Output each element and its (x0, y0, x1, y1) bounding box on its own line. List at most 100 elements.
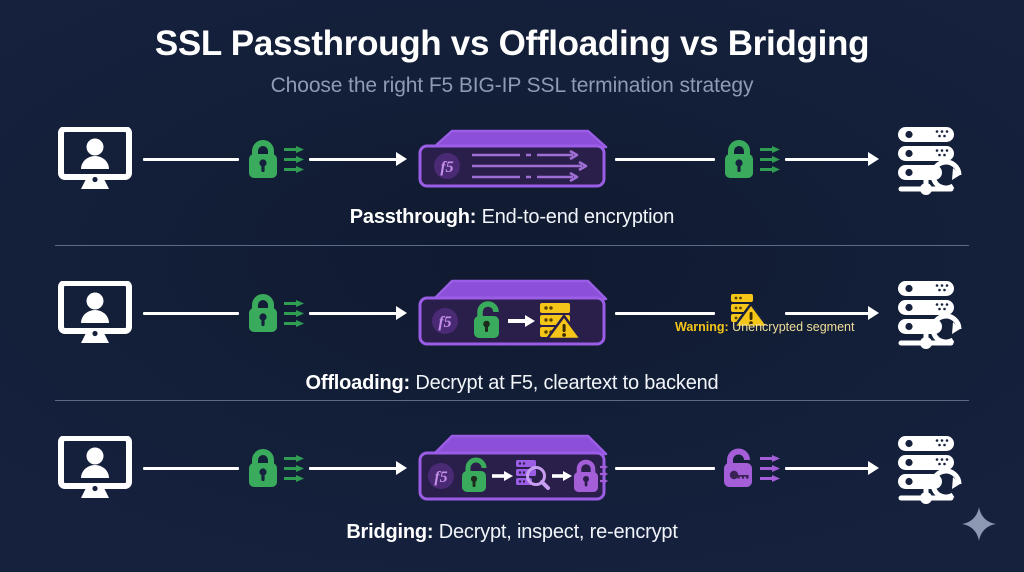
client-icon-cell (47, 436, 143, 500)
f5-logo: f5 (434, 153, 460, 179)
caption-label: Offloading: (305, 372, 411, 394)
connector-warning-to-server (785, 302, 881, 324)
mini-arrow-icon (283, 454, 304, 462)
mini-arrow-icon (283, 474, 304, 482)
caption-text: Decrypt, inspect, re-encrypt (433, 521, 678, 543)
caption-text: Decrypt at F5, cleartext to backend (409, 372, 719, 394)
encrypted-flow-arrows (283, 454, 304, 482)
caption-label: Passthrough: (349, 206, 477, 228)
reencrypted-lock-right (715, 446, 785, 490)
backend-server-cell (881, 277, 977, 349)
server-warning-icon (540, 303, 583, 341)
connector-client-to-lock (143, 302, 239, 324)
lock-key-icon (723, 448, 752, 487)
unencrypted-segment-node (715, 293, 785, 333)
client-icon-cell (47, 281, 143, 345)
passthrough-arrows (472, 149, 588, 183)
f5-device-passthrough[interactable]: f5 (409, 127, 615, 191)
encrypted-flow-arrows (759, 145, 780, 173)
user-monitor-icon (58, 436, 132, 498)
connector-lock-to-device (309, 302, 409, 324)
flow-bridging: f5 (0, 427, 1024, 509)
f5-big-ip-appliance-icon: f5 (418, 279, 608, 346)
connector-device-to-lock (615, 457, 715, 479)
reencrypted-flow-arrows (759, 454, 780, 482)
four-point-star-icon (962, 507, 996, 541)
connector-lock-to-server (785, 457, 881, 479)
mini-arrow-icon (283, 165, 304, 173)
caption-passthrough: Passthrough: End-to-end encryption (0, 206, 1024, 229)
f5-device-bridging[interactable]: f5 (409, 432, 615, 504)
caption-offloading: Offloading: Decrypt at F5, cleartext to … (0, 372, 1024, 395)
connector-client-to-lock (143, 457, 239, 479)
lock-open-icon (474, 301, 499, 338)
mini-arrow-icon (283, 299, 304, 307)
encrypted-lock-left (239, 446, 309, 490)
connector-client-to-lock (143, 148, 239, 170)
sparkle-decoration (962, 507, 996, 546)
svg-text:f5: f5 (434, 469, 447, 486)
flow-passthrough: f5 (0, 118, 1024, 200)
f5-device-offloading[interactable]: f5 (409, 277, 615, 349)
row-divider (55, 400, 969, 401)
caption-label: Bridging: (346, 521, 434, 543)
mini-arrow-icon (283, 464, 304, 472)
server-stack-icon (898, 281, 962, 349)
backend-server-cell (881, 123, 977, 195)
mini-arrow-icon (759, 474, 780, 482)
svg-text:f5: f5 (440, 159, 453, 176)
mini-arrow-icon (759, 464, 780, 472)
lock-closed-icon (248, 449, 277, 487)
arrow-right-icon (552, 471, 572, 481)
f5-logo: f5 (432, 308, 458, 334)
row-passthrough: f5 (0, 118, 1024, 229)
mini-arrow-icon (759, 165, 780, 173)
row-offloading: f5 (0, 272, 1024, 395)
lock-closed-icon (248, 140, 277, 178)
mini-arrow-icon (283, 155, 304, 163)
lock-open-icon (462, 457, 487, 492)
connector-lock-to-device (309, 457, 409, 479)
backend-server-cell (881, 432, 977, 504)
encrypted-lock-right (715, 137, 785, 181)
page-title: SSL Passthrough vs Offloading vs Bridgin… (154, 24, 870, 63)
flow-offloading: f5 (0, 272, 1024, 354)
encrypted-flow-arrows (600, 464, 608, 484)
server-inspect-icon (516, 460, 550, 490)
lock-closed-icon (248, 294, 277, 332)
encrypted-flow-arrows (283, 299, 304, 327)
connector-device-to-warning (615, 302, 715, 324)
encrypted-lock-left (239, 137, 309, 181)
caption-text: End-to-end encryption (476, 206, 675, 228)
connector-lock-to-device (309, 148, 409, 170)
f5-logo: f5 (428, 463, 454, 489)
arrow-right-icon (492, 471, 513, 481)
user-monitor-icon (58, 127, 132, 189)
connector-device-to-lock (615, 148, 715, 170)
server-stack-icon (898, 127, 962, 195)
user-monitor-icon (58, 281, 132, 343)
f5-big-ip-appliance-icon: f5 (418, 129, 608, 188)
f5-big-ip-appliance-icon: f5 (418, 434, 608, 501)
row-bridging: f5 (0, 427, 1024, 544)
lock-closed-icon (724, 140, 753, 178)
page-subtitle: Choose the right F5 BIG-IP SSL terminati… (270, 74, 754, 97)
encrypted-flow-arrows (283, 145, 304, 173)
arrow-right-icon (508, 315, 535, 327)
mini-arrow-icon (759, 145, 780, 153)
client-icon-cell (47, 127, 143, 191)
server-warning-icon (731, 294, 770, 329)
mini-arrow-icon (759, 454, 780, 462)
mini-arrow-icon (759, 155, 780, 163)
server-stack-icon (898, 436, 962, 504)
row-divider (55, 245, 969, 246)
mini-arrow-icon (283, 309, 304, 317)
connector-lock-to-server (785, 148, 881, 170)
svg-text:f5: f5 (438, 314, 451, 331)
header: SSL Passthrough vs Offloading vs Bridgin… (0, 0, 1024, 98)
caption-bridging: Bridging: Decrypt, inspect, re-encrypt (0, 521, 1024, 544)
mini-arrow-icon (283, 319, 304, 327)
encrypted-lock-left (239, 291, 309, 335)
mini-arrow-icon (283, 145, 304, 153)
